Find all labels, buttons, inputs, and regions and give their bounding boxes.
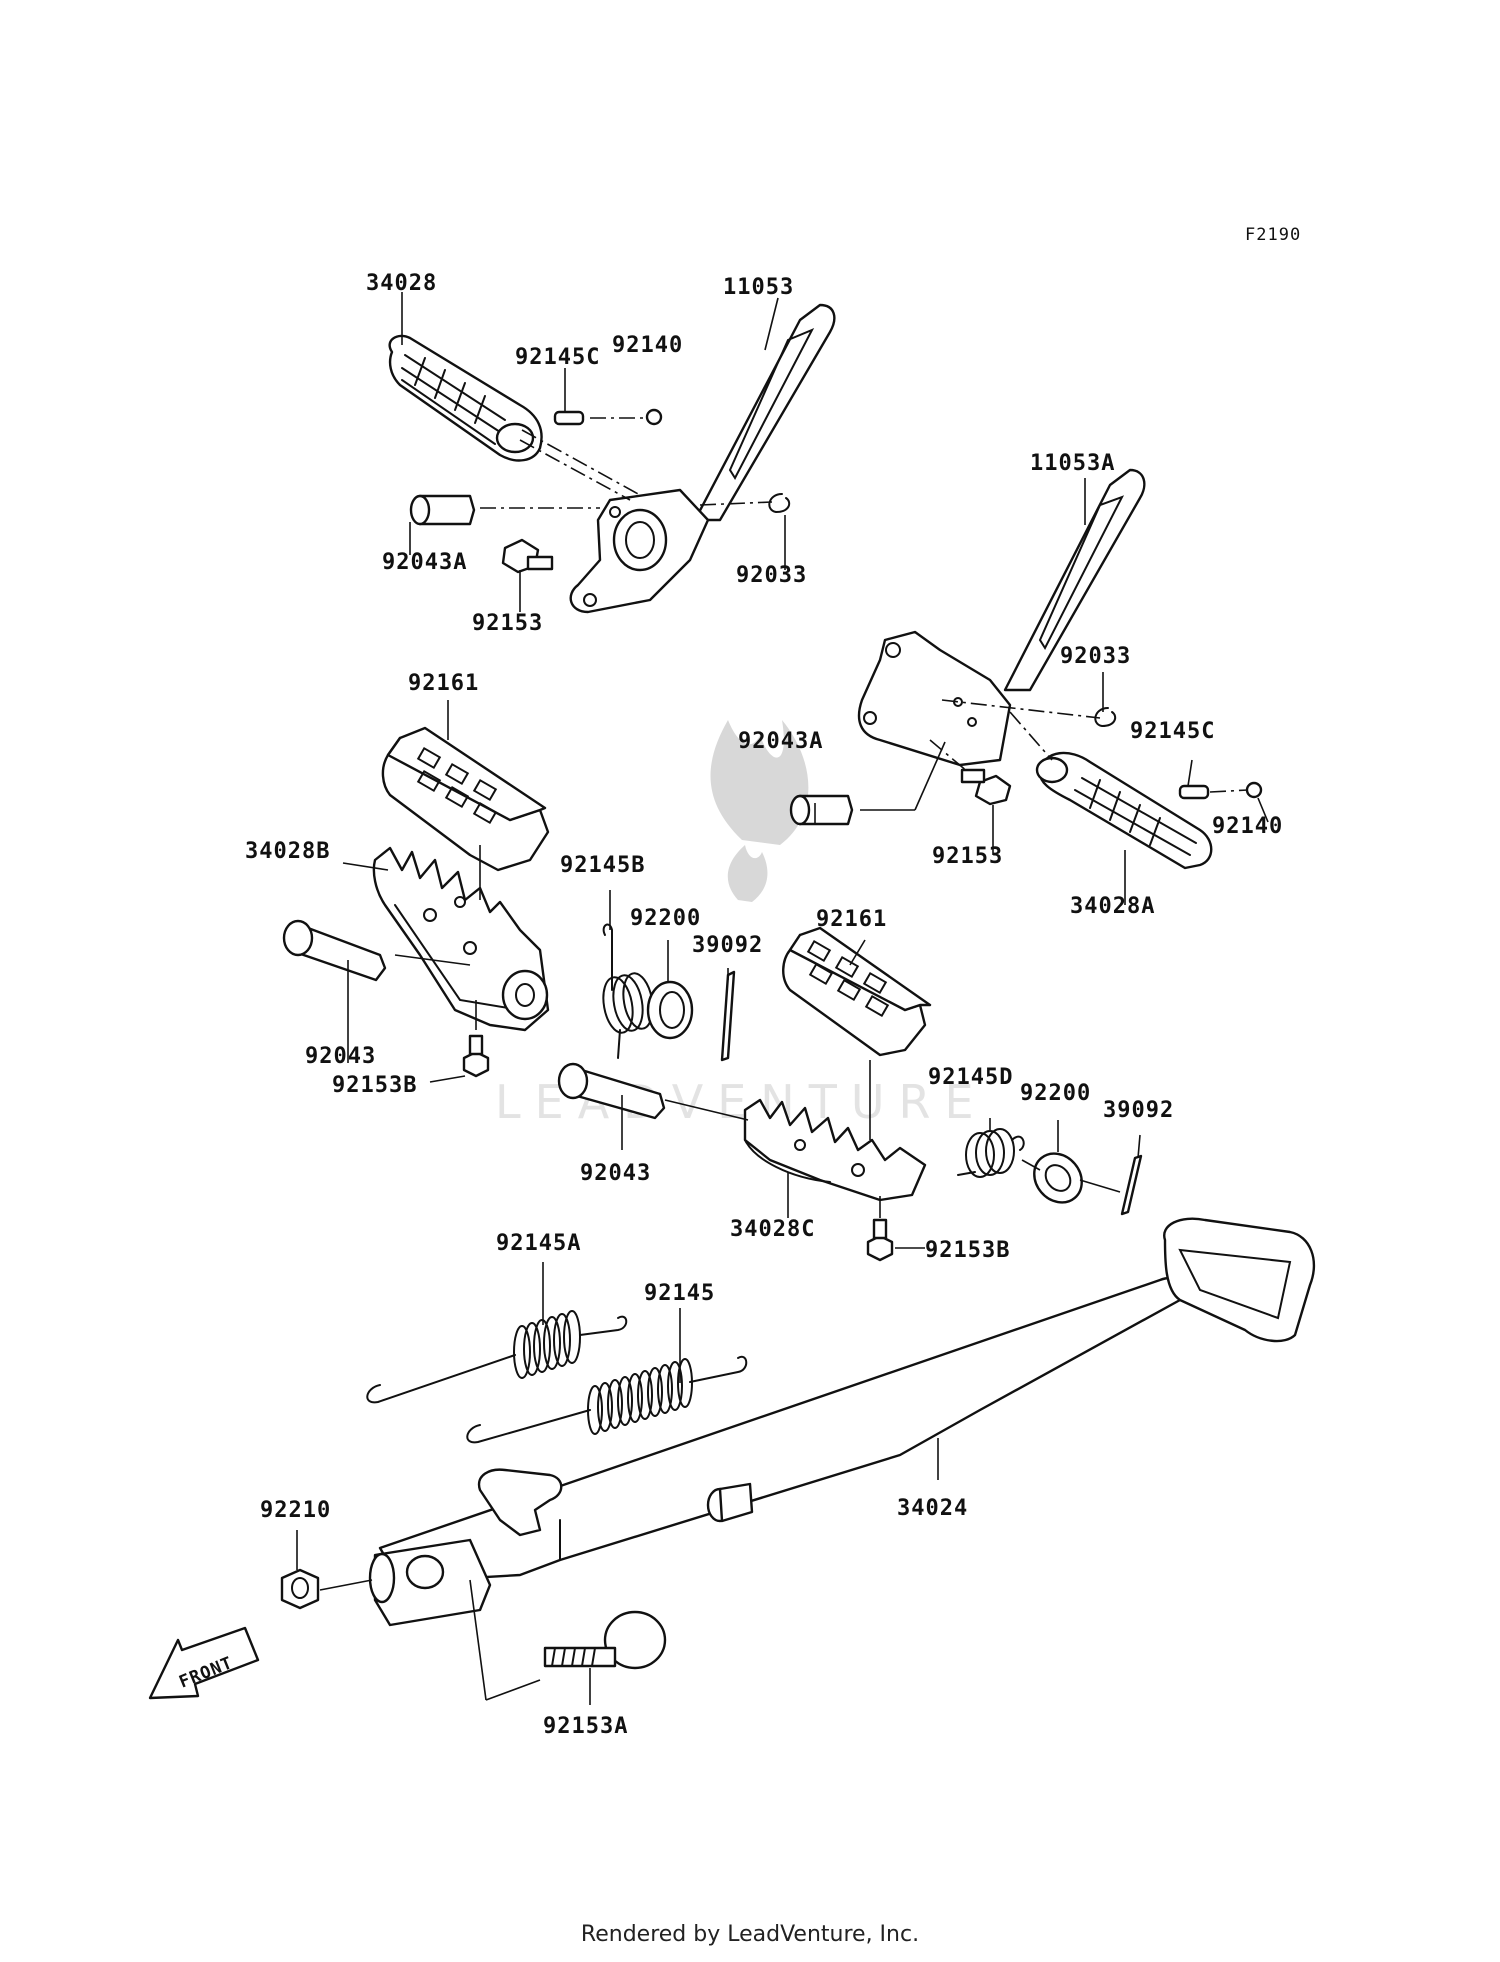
label-92145b: 92145B xyxy=(560,853,645,878)
label-92153b-right: 92153B xyxy=(925,1238,1010,1263)
footrest-34028c-group xyxy=(557,926,1143,1262)
label-34028c: 34028C xyxy=(730,1217,815,1242)
label-92210: 92210 xyxy=(260,1498,331,1523)
front-arrow: FRONT xyxy=(148,1626,260,1700)
label-34024: 34024 xyxy=(897,1496,968,1521)
label-39092: 39092 xyxy=(692,933,763,958)
label-92043a: 92043A xyxy=(382,550,467,575)
label-92145c-right: 92145C xyxy=(1130,719,1215,744)
label-92153: 92153 xyxy=(472,611,543,636)
label-92161: 92161 xyxy=(408,671,479,696)
footrest-34028a-group xyxy=(789,468,1263,870)
label-39092-right: 39092 xyxy=(1103,1098,1174,1123)
label-92043a-right: 92043A xyxy=(738,729,823,754)
label-92145c: 92145C xyxy=(515,345,600,370)
label-92140: 92140 xyxy=(612,333,683,358)
label-92153a: 92153A xyxy=(543,1714,628,1739)
label-92145a: 92145A xyxy=(496,1231,581,1256)
label-34028a: 34028A xyxy=(1070,894,1155,919)
label-92145d: 92145D xyxy=(928,1065,1013,1090)
footer-credit: Rendered by LeadVenture, Inc. xyxy=(580,1922,920,1947)
figure-code: F2190 xyxy=(1245,225,1301,245)
label-34028b: 34028B xyxy=(245,839,330,864)
label-11053a: 11053A xyxy=(1030,451,1115,476)
label-92161-right: 92161 xyxy=(816,907,887,932)
label-92200-right: 92200 xyxy=(1020,1081,1091,1106)
label-92140-right: 92140 xyxy=(1212,814,1283,839)
label-92033-right: 92033 xyxy=(1060,644,1131,669)
watermark-logo xyxy=(710,720,809,902)
part-labels: 34028 11053 92145C 92140 92043A 92153 92… xyxy=(245,271,1283,1739)
footrest-34028-group xyxy=(388,303,836,614)
label-92043-right: 92043 xyxy=(580,1161,651,1186)
label-92153-right: 92153 xyxy=(932,844,1003,869)
label-92033: 92033 xyxy=(736,563,807,588)
label-leaders xyxy=(296,292,1269,1705)
label-34028: 34028 xyxy=(366,271,437,296)
footrest-34028b-group xyxy=(282,726,736,1078)
label-92153b: 92153B xyxy=(332,1073,417,1098)
label-92145: 92145 xyxy=(644,1281,715,1306)
label-11053: 11053 xyxy=(723,275,794,300)
label-92043: 92043 xyxy=(305,1044,376,1069)
label-92200: 92200 xyxy=(630,906,701,931)
side-stand-group xyxy=(280,1217,1316,1701)
